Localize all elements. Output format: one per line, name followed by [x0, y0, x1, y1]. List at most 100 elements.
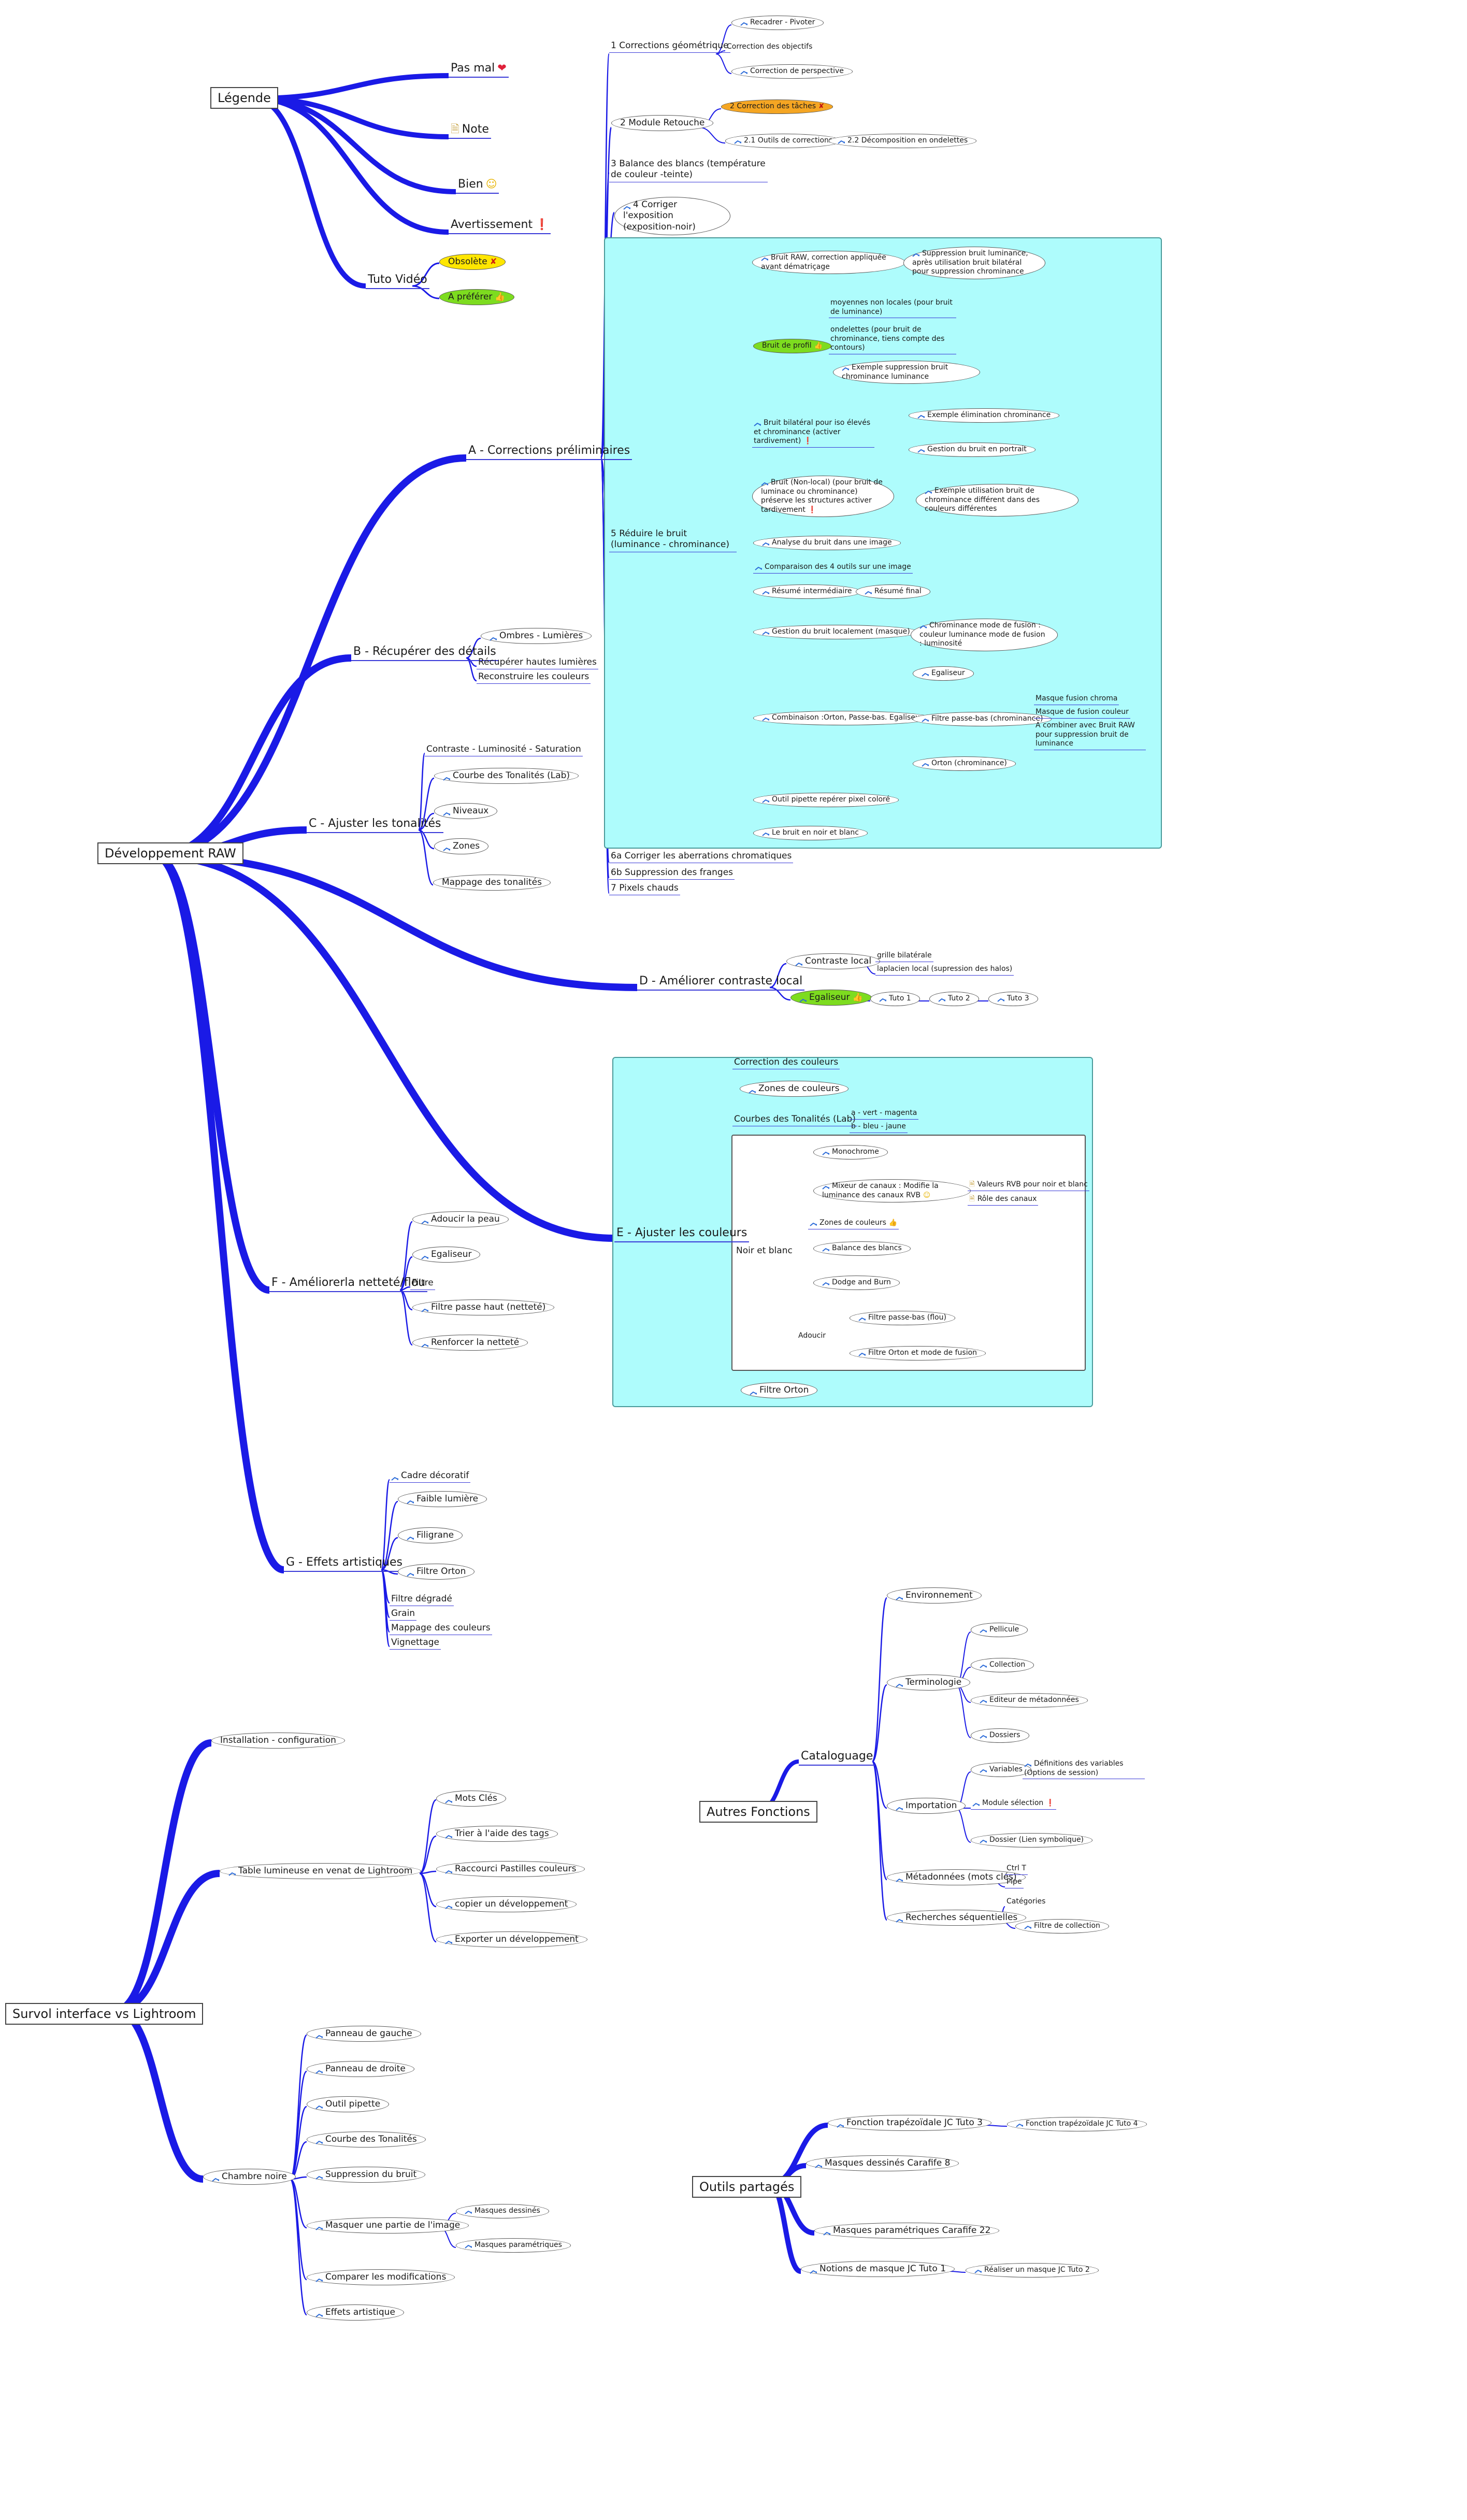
a4-corriger-exposition[interactable]: 4 Corriger l'exposition (exposition-noir…	[614, 197, 730, 235]
a2-correction-taches[interactable]: 2 Correction des tâches✘	[721, 99, 833, 114]
f5-renforcer[interactable]: Renforcer la netteté	[412, 1335, 528, 1351]
af-filtre-collection[interactable]: Filtre de collection	[1015, 1919, 1109, 1934]
n3-bruit-bilateral[interactable]: Bruit bilatéral pour iso élevés et chrom…	[752, 419, 874, 448]
n2-bruit-profil[interactable]: Bruit de profil👍	[753, 339, 832, 353]
a1-corrections-geometrique[interactable]: 1 Corrections géométrique	[609, 40, 730, 53]
n11-noir-blanc[interactable]: Le bruit en noir et blanc	[753, 826, 868, 840]
e4-valeurs-rvb[interactable]: 🗎Valeurs RVB pour noir et blanc	[968, 1180, 1089, 1191]
d-tuto-1[interactable]: Tuto 1	[870, 992, 920, 1006]
a5-reduire-bruit[interactable]: 5 Réduire le bruit (luminance - chromina…	[609, 528, 737, 552]
af-collection[interactable]: Collection	[971, 1658, 1034, 1672]
g8-vignettage[interactable]: Vignettage	[390, 1637, 441, 1650]
b2-hautes-lumieres[interactable]: Récupérer hautes lumières	[477, 657, 598, 670]
e3-courbes-lab[interactable]: Courbes des Tonalités (Lab)	[732, 1114, 857, 1127]
a1-recadrer[interactable]: Recadrer - Pivoter	[731, 16, 824, 30]
s-chambre-noire[interactable]: Chambre noire	[203, 2169, 296, 2185]
n2b-ondelettes[interactable]: ondelettes (pour bruit de chrominance, t…	[829, 325, 956, 354]
n1a-suppression[interactable]: Suppression bruit luminance, après utili…	[903, 247, 1045, 279]
c2-courbe[interactable]: Courbe des Tonalités (Lab)	[434, 768, 579, 784]
legend-pas-mal[interactable]: Pas mal❤	[449, 61, 509, 78]
a2-ondelettes[interactable]: 2.2 Décomposition en ondelettes	[829, 134, 977, 148]
af-dossiers[interactable]: Dossiers	[971, 1728, 1029, 1743]
op-fonction-trap-3[interactable]: Fonction trapézoïdale JC Tuto 3	[828, 2115, 991, 2131]
af-editeur-meta[interactable]: Editeur de métadonnées	[971, 1693, 1088, 1708]
s-courbe-tonalites[interactable]: Courbe des Tonalités	[307, 2131, 426, 2148]
g3-filigrane[interactable]: Filigrane	[398, 1527, 463, 1544]
op-masques-param[interactable]: Masques paramétriques Carafife 22	[814, 2223, 1000, 2239]
op-realiser-masque[interactable]: Réaliser un masque JC Tuto 2	[966, 2263, 1099, 2278]
e1-correction-couleurs[interactable]: Correction des couleurs	[732, 1057, 840, 1070]
e4-adoucir[interactable]: Adoucir	[798, 1331, 826, 1340]
n9b3-combiner[interactable]: A combiner avec Bruit RAW pour suppressi…	[1034, 721, 1146, 750]
a6a-aberrations[interactable]: 6a Corriger les aberrations chromatiques	[609, 851, 794, 864]
n9c-orton[interactable]: Orton (chrominance)	[913, 756, 1016, 771]
f3-filtre[interactable]: Filtre	[410, 1278, 435, 1291]
n9b2-masque-couleur[interactable]: Masque de fusion couleur	[1034, 708, 1130, 719]
af-pellicule[interactable]: Pellicule	[971, 1623, 1028, 1637]
n5-analyse[interactable]: Analyse du bruit dans une image	[753, 536, 901, 550]
branch-c-tonalites[interactable]: C - Ajuster les tonalités	[307, 817, 443, 833]
n8-gestion-locale[interactable]: Gestion du bruit localement (masque)	[753, 625, 919, 639]
c4-zones[interactable]: Zones	[434, 838, 489, 855]
d-tuto-3[interactable]: Tuto 3	[988, 992, 1038, 1006]
s-outil-pipette[interactable]: Outil pipette	[307, 2096, 390, 2113]
f4-passe-haut[interactable]: Filtre passe haut (netteté)	[412, 1299, 555, 1316]
s-panneau-droite[interactable]: Panneau de droite	[307, 2061, 414, 2078]
e4-noir-et-blanc[interactable]: Noir et blanc	[736, 1245, 793, 1256]
af-pipe[interactable]: Pipe	[1005, 1878, 1024, 1888]
e3b-bleu-jaune[interactable]: b - bleu - jaune	[850, 1122, 908, 1133]
n3a-exemple[interactable]: Exemple élimination chrominance	[909, 408, 1060, 423]
e4-monochrome[interactable]: Monochrome	[813, 1145, 888, 1159]
af-recherches-seq[interactable]: Recherches séquentielles	[887, 1910, 1027, 1926]
af-importation[interactable]: Importation	[887, 1798, 966, 1814]
g2-faible-lumiere[interactable]: Faible lumière	[398, 1491, 487, 1508]
legend-avertissement[interactable]: Avertissement❗	[449, 218, 551, 234]
g1-cadre[interactable]: Cadre décoratif	[390, 1470, 471, 1483]
s-raccourci-pastilles[interactable]: Raccourci Pastilles couleurs	[436, 1861, 585, 1878]
g6-grain[interactable]: Grain	[390, 1608, 417, 1621]
af-dossier-lien[interactable]: Dossier (Lien symbolique)	[971, 1833, 1093, 1848]
n2a-moyennes[interactable]: moyennes non locales (pour bruit de lumi…	[829, 298, 956, 318]
n2c-exemple[interactable]: Exemple suppression bruit chrominance lu…	[833, 361, 980, 384]
legend-bien[interactable]: Bien☺	[456, 177, 499, 194]
legend-note[interactable]: 🗎Note	[449, 122, 491, 139]
d1b-laplacien[interactable]: laplacien local (supression des halos)	[875, 965, 1014, 976]
af-environnement[interactable]: Environnement	[887, 1587, 982, 1604]
n9-combinaison[interactable]: Combinaison :Orton, Passe-bas. Egaliseur	[753, 711, 932, 725]
d1-contraste-local[interactable]: Contraste local	[786, 953, 881, 970]
c3-niveaux[interactable]: Niveaux	[434, 803, 498, 820]
af-definitions-variables[interactable]: Définitions des variables (Options de se…	[1023, 1759, 1145, 1779]
a2-module-retouche[interactable]: 2 Module Retouche	[611, 115, 714, 132]
a1-objectifs[interactable]: Correction des objectifs	[727, 42, 813, 51]
op-masques-dessines[interactable]: Masques dessinés Carafife 8	[806, 2155, 959, 2172]
g5-filtre-degrade[interactable]: Filtre dégradé	[390, 1594, 454, 1607]
e4-orton-fusion[interactable]: Filtre Orton et mode de fusion	[850, 1346, 986, 1361]
d2-egaliseur[interactable]: Egaliseur👍	[790, 990, 872, 1006]
e4-passe-bas[interactable]: Filtre passe-bas (flou)	[850, 1311, 955, 1325]
legend-a-preferer[interactable]: A préférer👍	[439, 289, 514, 306]
s-exporter-dev[interactable]: Exporter un développement	[436, 1931, 587, 1948]
n6-comparaison[interactable]: Comparaison des 4 outils sur une image	[753, 563, 913, 574]
op-fonction-trap-4[interactable]: Fonction trapézoïdale JC Tuto 4	[1007, 2117, 1147, 2131]
s-masques-dessines[interactable]: Masques dessinés	[456, 2204, 549, 2218]
s-comparer-modifs[interactable]: Comparer les modifications	[307, 2269, 455, 2286]
a7-pixels-chauds[interactable]: 7 Pixels chauds	[609, 883, 680, 896]
a6b-franges[interactable]: 6b Suppression des franges	[609, 867, 735, 880]
af-terminologie[interactable]: Terminologie	[887, 1674, 971, 1691]
f2-egaliseur[interactable]: Egaliseur	[412, 1247, 481, 1263]
n9b-passe-bas[interactable]: Filtre passe-bas (chrominance)	[913, 712, 1052, 726]
root-developpement-raw[interactable]: Développement RAW	[97, 842, 243, 864]
s-trier-tags[interactable]: Trier à l'aide des tags	[436, 1826, 558, 1842]
branch-g-artistiques[interactable]: G - Effets artistiques	[284, 1555, 405, 1572]
root-survol-interface[interactable]: Survol interface vs Lightroom	[5, 2003, 204, 2025]
d-tuto-2[interactable]: Tuto 2	[929, 992, 979, 1006]
branch-e-couleurs[interactable]: E - Ajuster les couleurs	[614, 1226, 750, 1242]
s-effets-artistique[interactable]: Effets artistique	[307, 2304, 404, 2321]
branch-d-contraste-local[interactable]: D - Améliorer contraste local	[637, 974, 805, 991]
n3b-portrait[interactable]: Gestion du bruit en portrait	[909, 442, 1035, 457]
legend-obsolete[interactable]: Obsolète✘	[439, 254, 506, 270]
af-ctrl-t[interactable]: Ctrl T	[1005, 1864, 1028, 1875]
root-autres-fonctions[interactable]: Autres Fonctions	[699, 1801, 817, 1823]
a3-balance-blancs[interactable]: 3 Balance des blancs (température de cou…	[609, 159, 768, 182]
n4-bruit-non-local[interactable]: Bruit (Non-local) (pour bruit de luminac…	[752, 476, 894, 518]
